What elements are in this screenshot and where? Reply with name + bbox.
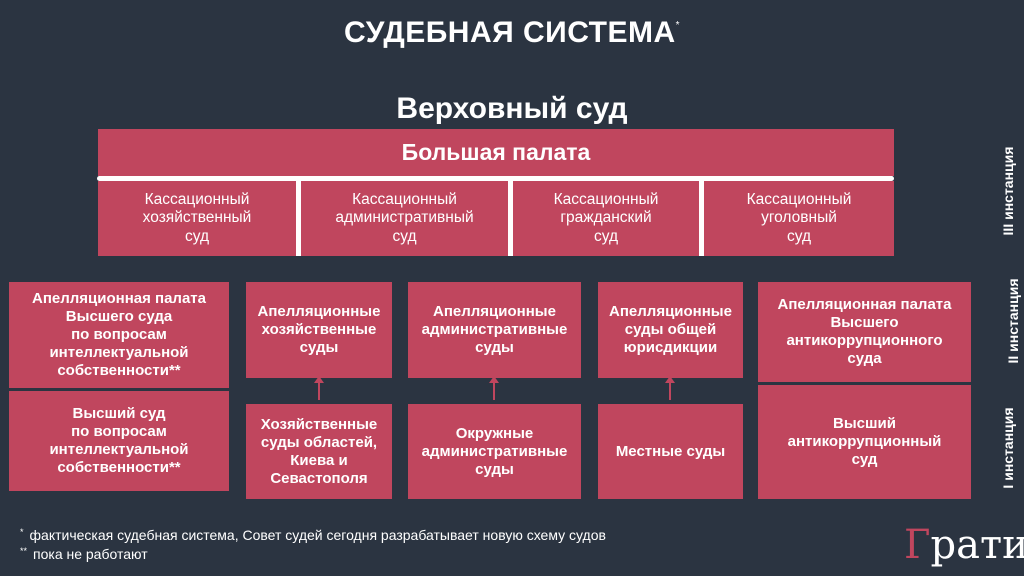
- title-footnote-mark: *: [675, 20, 681, 31]
- up-arrow: [489, 376, 499, 400]
- grati-logo: Грати: [904, 522, 1024, 568]
- up-arrow: [314, 376, 324, 400]
- grand-chamber-box: Большая палата: [98, 129, 894, 176]
- connector-divider: [699, 176, 704, 256]
- instance-label-second: II инстанция: [1005, 278, 1021, 364]
- connector-divider: [296, 176, 301, 256]
- footnote: **пока не работают: [20, 546, 148, 562]
- instance-label-first: I инстанция: [1000, 407, 1016, 489]
- footnote: *фактическая судебная система, Совет суд…: [20, 527, 606, 543]
- page-title: СУДЕБНАЯ СИСТЕМА*: [343, 16, 681, 49]
- connector-divider: [508, 176, 513, 256]
- supreme-court-label: Верховный суд: [396, 92, 628, 125]
- instance-label-third: III инстанция: [1000, 146, 1016, 236]
- local-courts: Местные суды: [598, 404, 743, 499]
- connector-line: [97, 176, 894, 181]
- up-arrow: [665, 376, 675, 400]
